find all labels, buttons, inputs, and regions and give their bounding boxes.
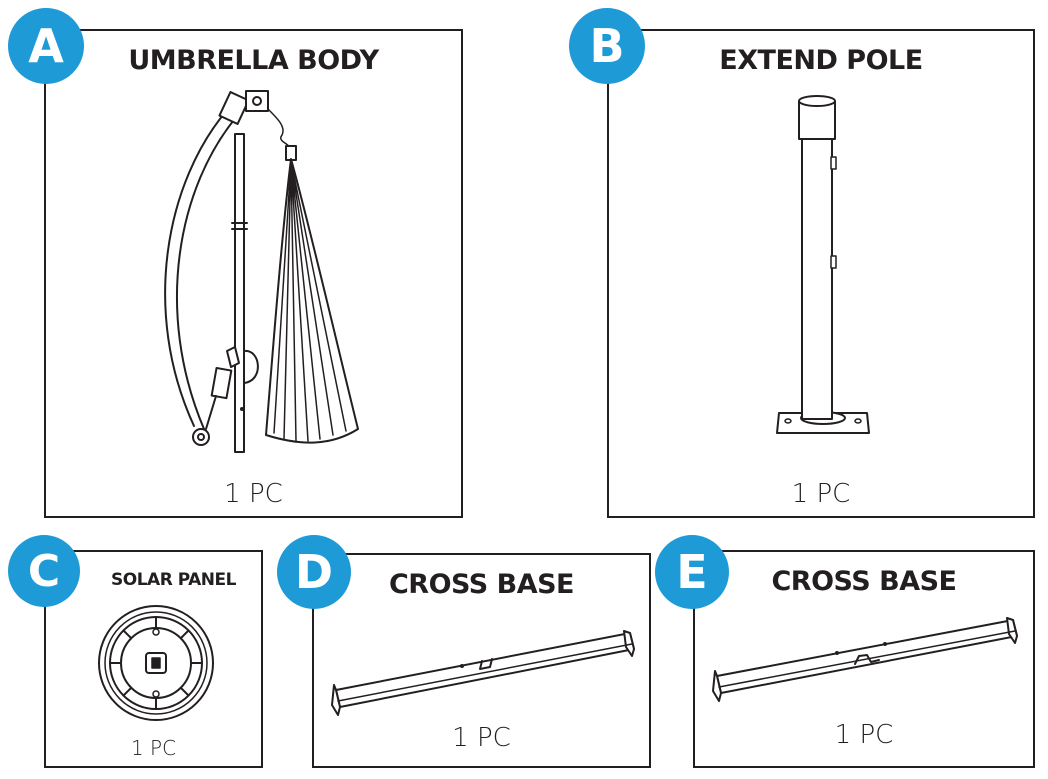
part-card-b: EXTEND POLE 1 PC bbox=[607, 29, 1035, 518]
cross-base-illustration bbox=[712, 617, 1018, 702]
part-letter-badge: A bbox=[8, 8, 84, 84]
part-title: CROSS BASE bbox=[771, 566, 957, 597]
cross-base-illustration bbox=[331, 630, 635, 716]
part-quantity: 1 PC bbox=[224, 479, 283, 509]
part-card-d: CROSS BASE 1 PC bbox=[312, 553, 651, 768]
part-card-c: SOLAR PANEL 1 PC bbox=[44, 550, 263, 768]
part-letter-badge: C bbox=[8, 535, 80, 607]
part-card-e: CROSS BASE 1 PC bbox=[693, 550, 1035, 768]
solar-panel-illustration bbox=[98, 605, 214, 721]
part-quantity: 1 PC bbox=[791, 479, 851, 509]
umbrella-body-illustration bbox=[164, 90, 359, 453]
part-quantity: 1 PC bbox=[834, 720, 894, 750]
part-letter-badge: D bbox=[277, 535, 351, 609]
part-letter-badge: B bbox=[569, 8, 645, 84]
part-card-a: UMBRELLA BODY 1 PC bbox=[44, 29, 463, 518]
part-letter-badge: E bbox=[655, 535, 729, 609]
part-quantity: 1 PC bbox=[452, 723, 511, 753]
part-title: SOLAR PANEL bbox=[111, 570, 236, 590]
part-title: CROSS BASE bbox=[388, 569, 575, 600]
part-title: UMBRELLA BODY bbox=[128, 45, 379, 76]
part-quantity: 1 PC bbox=[130, 736, 177, 760]
extend-pole-illustration bbox=[776, 95, 870, 434]
part-title: EXTEND POLE bbox=[719, 45, 923, 76]
